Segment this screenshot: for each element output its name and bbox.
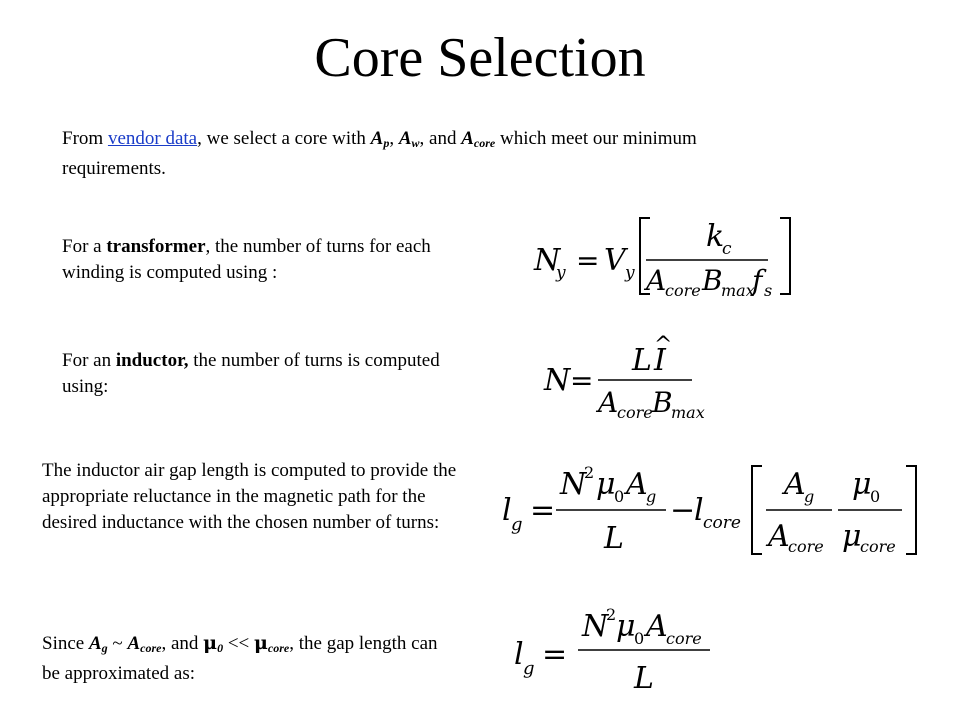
svg-text:core: core <box>788 537 824 556</box>
svg-text:=: = <box>530 493 555 528</box>
svg-text:−: − <box>670 493 695 528</box>
left-bracket <box>751 465 762 555</box>
svg-text:N: N <box>559 467 588 502</box>
svg-text:max: max <box>721 281 755 300</box>
right-bracket <box>780 217 791 295</box>
svg-text:N: N <box>533 243 562 278</box>
svg-text:B: B <box>701 264 723 297</box>
svg-text:g: g <box>511 514 523 535</box>
svg-text:μ: μ <box>616 609 636 644</box>
svg-text:L: L <box>633 661 654 696</box>
svg-text:V: V <box>604 243 629 278</box>
svg-text:k: k <box>706 219 724 254</box>
svg-text:2: 2 <box>606 605 616 624</box>
svg-text:0: 0 <box>634 629 644 648</box>
svg-text:g: g <box>523 658 535 679</box>
svg-text:A: A <box>623 467 648 502</box>
svg-text:I: I <box>653 343 667 378</box>
svg-text:μ: μ <box>852 467 872 502</box>
svg-text:^: ^ <box>654 333 672 358</box>
svg-text:y: y <box>555 263 566 283</box>
inductor-turns-equation: N = L I ^ A core B max <box>540 332 710 427</box>
svg-text:=: = <box>570 364 593 397</box>
transformer-turns-equation: N y = V y k c A core B max f s <box>528 210 808 305</box>
svg-text:l: l <box>514 637 524 672</box>
svg-text:B: B <box>651 386 673 419</box>
svg-text:core: core <box>665 281 701 300</box>
svg-text:l: l <box>502 493 512 528</box>
svg-text:L: L <box>603 521 624 556</box>
intro-paragraph: From vendor data, we select a core with … <box>62 128 697 179</box>
svg-text:core: core <box>703 513 741 533</box>
air-gap-paragraph: The inductor air gap length is computed … <box>42 460 457 533</box>
svg-text:max: max <box>671 403 705 422</box>
svg-text:A: A <box>765 519 790 554</box>
svg-text:μ: μ <box>596 467 616 502</box>
approx-gap-equation: l g = N 2 μ 0 A core L <box>510 602 730 702</box>
svg-text:N: N <box>543 363 572 398</box>
vendor-data-link[interactable]: vendor data <box>107 128 198 149</box>
svg-text:=: = <box>542 637 567 672</box>
svg-text:core: core <box>666 629 702 648</box>
svg-text:A: A <box>643 264 666 297</box>
svg-text:core: core <box>860 537 896 556</box>
page-title: Core Selection <box>314 27 646 89</box>
air-gap-equation: l g = N 2 μ 0 A g L − l core A g A core … <box>498 458 928 568</box>
approximation-paragraph: Since Ag ~ Acore, and μ0 << μcore, the g… <box>42 632 438 684</box>
svg-text:μ: μ <box>842 519 862 554</box>
svg-text:A: A <box>781 467 806 502</box>
svg-text:g: g <box>804 487 814 506</box>
svg-text:c: c <box>722 239 732 259</box>
svg-text:N: N <box>581 609 610 644</box>
svg-text:A: A <box>643 609 668 644</box>
svg-text:g: g <box>646 487 656 506</box>
right-bracket <box>906 465 917 555</box>
svg-text:0: 0 <box>870 487 880 506</box>
svg-text:core: core <box>617 403 653 422</box>
svg-text:2: 2 <box>584 463 594 482</box>
svg-text:=: = <box>576 244 599 277</box>
svg-text:A: A <box>595 386 618 419</box>
left-bracket <box>639 217 650 295</box>
transformer-paragraph: For a transformer, the number of turns f… <box>62 236 431 283</box>
svg-text:y: y <box>624 263 635 283</box>
inductor-paragraph: For an inductor, the number of turns is … <box>62 350 440 397</box>
svg-text:s: s <box>764 281 772 300</box>
svg-text:l: l <box>694 493 704 528</box>
svg-text:0: 0 <box>614 487 624 506</box>
svg-text:L: L <box>631 343 652 378</box>
